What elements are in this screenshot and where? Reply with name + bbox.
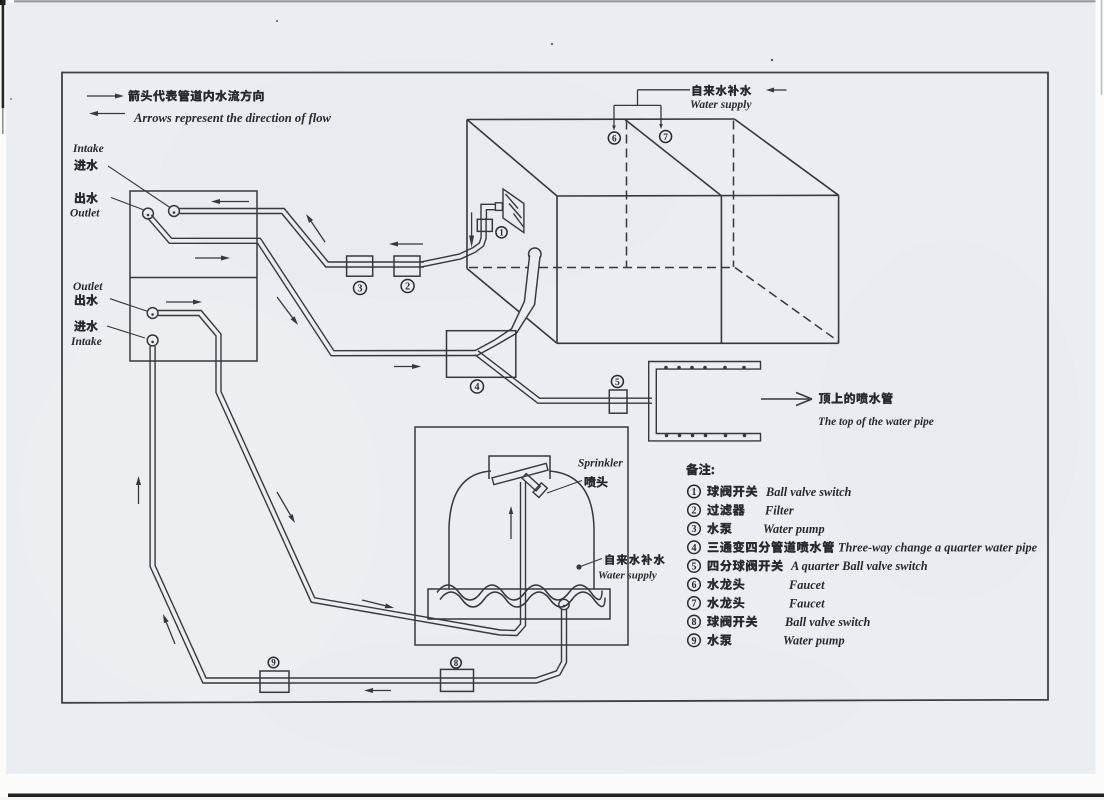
- svg-text:4: 4: [692, 543, 697, 554]
- svg-text:Water pump: Water pump: [783, 634, 845, 648]
- svg-text:2: 2: [692, 506, 697, 517]
- svg-text:Ball valve switch: Ball valve switch: [765, 485, 852, 499]
- svg-text:Sprinkler: Sprinkler: [578, 458, 623, 470]
- svg-text:Three-way change a quarter wat: Three-way change a quarter water pipe: [838, 541, 1038, 555]
- svg-text:1: 1: [692, 487, 697, 498]
- svg-text:Intake: Intake: [70, 336, 102, 348]
- svg-text:Faucet: Faucet: [788, 596, 825, 610]
- svg-text:Filter: Filter: [764, 503, 794, 517]
- svg-text:Water supply: Water supply: [690, 99, 752, 111]
- svg-text:A quarter Ball valve switch: A quarter Ball valve switch: [790, 559, 928, 573]
- svg-text:9: 9: [692, 636, 697, 647]
- svg-text:Water supply: Water supply: [598, 570, 657, 582]
- svg-text:7: 7: [663, 133, 668, 143]
- svg-text:3: 3: [358, 284, 363, 295]
- svg-text:4: 4: [475, 382, 480, 393]
- svg-text:1: 1: [499, 228, 504, 238]
- svg-text:Outlet: Outlet: [70, 208, 100, 220]
- svg-text:Intake: Intake: [72, 143, 104, 155]
- svg-text:9: 9: [271, 658, 276, 668]
- svg-text:6: 6: [612, 134, 617, 144]
- svg-text:8: 8: [454, 658, 459, 668]
- svg-text:Faucet: Faucet: [788, 578, 825, 592]
- svg-text:5: 5: [692, 561, 697, 572]
- svg-text:8: 8: [692, 617, 697, 628]
- svg-text:5: 5: [615, 378, 620, 388]
- svg-text:7: 7: [692, 599, 697, 610]
- svg-text:6: 6: [692, 580, 697, 591]
- svg-text:2: 2: [405, 282, 410, 293]
- svg-text:3: 3: [692, 524, 697, 535]
- svg-text:The top of the water pipe: The top of the water pipe: [818, 416, 934, 428]
- svg-text:Water pump: Water pump: [763, 522, 825, 536]
- svg-text:Ball valve switch: Ball valve switch: [784, 615, 871, 629]
- svg-text:Outlet: Outlet: [73, 281, 103, 293]
- svg-text:Arrows represent the direction: Arrows represent the direction of flow: [133, 111, 332, 125]
